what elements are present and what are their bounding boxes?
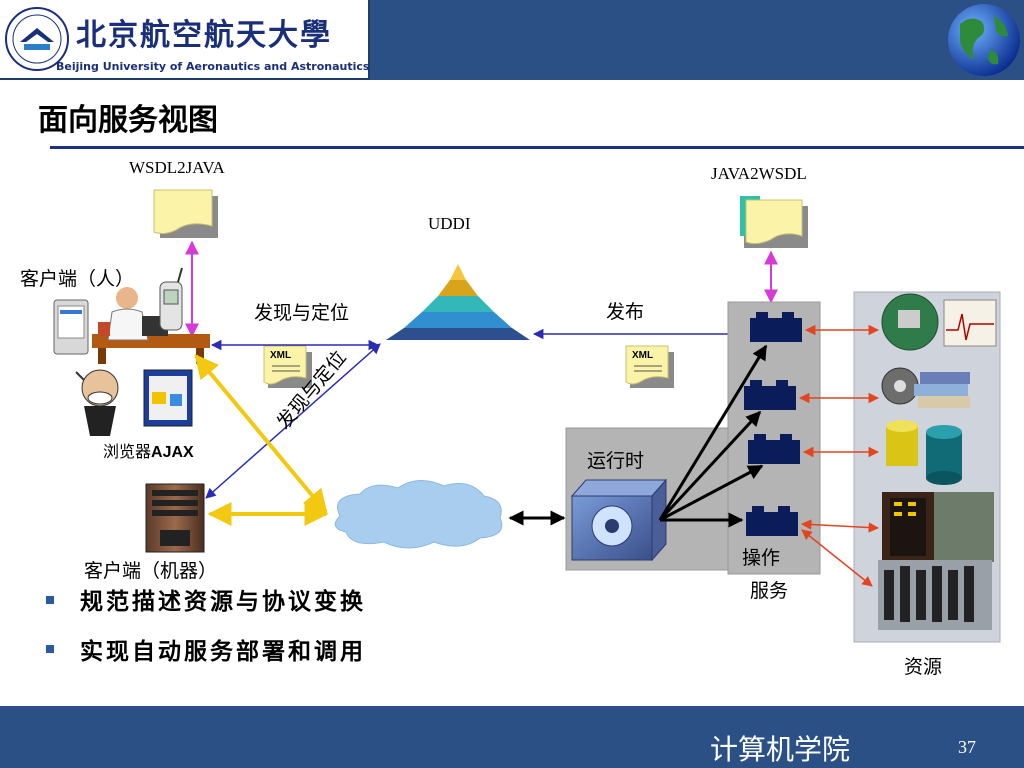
tape-and-books-resource-icon — [881, 367, 970, 408]
university-name-cn: 北京航空航天大學 — [76, 18, 332, 53]
xml-badge-label-2: XML — [632, 350, 654, 361]
client-person-figure — [92, 287, 210, 364]
circuit-board-resource-icon — [881, 293, 997, 351]
globe-icon — [948, 4, 1020, 76]
operate-service-label-line2: 服务 — [750, 580, 789, 602]
mobile-phone-icon — [159, 267, 183, 331]
database-cylinders-resource-icon — [886, 420, 962, 485]
browser-window-icon — [143, 369, 193, 427]
pda-device-icon — [53, 299, 89, 355]
footer-bar — [0, 706, 1024, 768]
runtime-label: 运行时 — [587, 450, 645, 472]
client-machine-server-icon — [145, 483, 205, 553]
network-cloud — [334, 480, 503, 549]
bullet-marker-2 — [46, 645, 54, 653]
uddi-label: UDDI — [428, 214, 471, 233]
ajax-label: AJAX — [151, 444, 194, 461]
client-person-label: 客户端（人） — [20, 268, 135, 290]
runtime-engine-cube — [570, 478, 668, 562]
browser-label: 浏览器 — [103, 442, 152, 461]
service-view-diagram — [53, 189, 1001, 643]
uddi-registry-pyramid — [386, 264, 530, 340]
title-divider — [50, 146, 1024, 149]
resources-label: 资源 — [904, 656, 943, 678]
service-block-2 — [744, 380, 796, 410]
browser-ajax-label: 浏览器AJAX — [103, 438, 194, 462]
service-block-1 — [750, 312, 802, 342]
wsdl2java-label: WSDL2JAVA — [129, 158, 225, 177]
client-machine-label: 客户端（机器） — [84, 560, 218, 582]
wsdl2java-document-icon — [153, 189, 218, 238]
xml-document-icon-2 — [625, 345, 674, 388]
bullet-item-1: 规范描述资源与协议变换 — [80, 588, 366, 615]
discover-locate-label: 发现与定位 — [254, 302, 350, 324]
xml-badge-label-1: XML — [270, 350, 292, 361]
bullet-item-2: 实现自动服务部署和调用 — [80, 638, 366, 665]
university-name-en: Beijing University of Aeronautics and As… — [56, 60, 370, 73]
university-emblem-icon — [5, 7, 69, 71]
java2wsdl-document-icon — [740, 196, 808, 248]
bullet-marker-1 — [46, 596, 54, 604]
java2wsdl-label: JAVA2WSDL — [711, 164, 807, 183]
page-number: 37 — [958, 737, 976, 757]
footer-college-name: 计算机学院 — [710, 733, 851, 766]
browser-cartoon-figure — [75, 369, 119, 436]
page-title: 面向服务视图 — [38, 103, 218, 138]
service-block-4 — [746, 506, 798, 536]
publish-label: 发布 — [606, 301, 645, 323]
service-block-3 — [748, 434, 800, 464]
supercomputer-cluster-resource-icon — [878, 560, 992, 630]
operate-service-label-line1: 操作 — [742, 547, 781, 569]
server-rack-resource-icon — [882, 492, 994, 562]
